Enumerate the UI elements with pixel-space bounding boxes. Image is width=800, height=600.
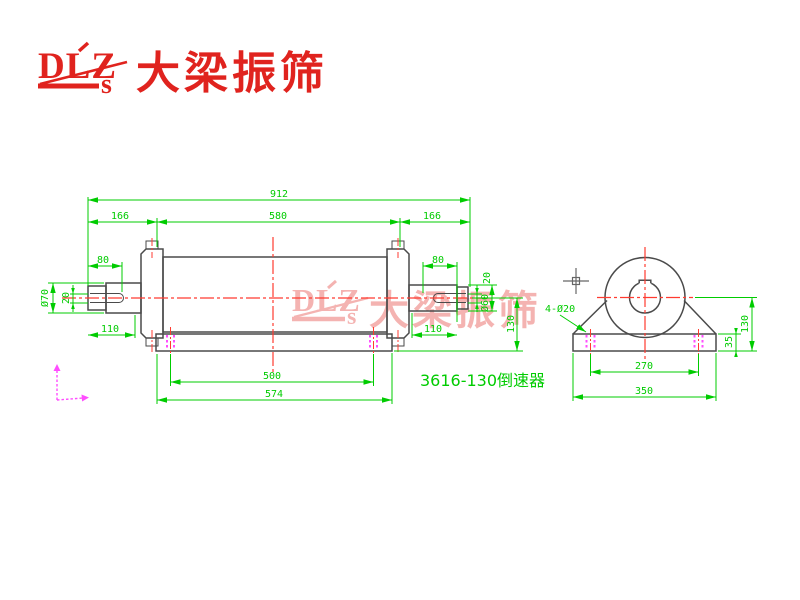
dim-80-right: 80 bbox=[432, 255, 444, 266]
watermark-accent-mark bbox=[327, 279, 337, 290]
ucs-x-arrowhead bbox=[81, 394, 89, 402]
dim-20-right: 20 bbox=[482, 272, 493, 284]
dim-350: 350 bbox=[635, 386, 653, 397]
ucs-y-arrowhead bbox=[53, 364, 61, 371]
ucs-x-axis bbox=[56, 397, 84, 401]
extension-lines bbox=[48, 197, 523, 404]
left-bearing-housing bbox=[140, 248, 164, 339]
watermark-brand-text: DLZ bbox=[292, 282, 361, 318]
left-keyway bbox=[90, 293, 124, 303]
main-view-hidden-holes bbox=[166, 335, 378, 350]
dim-500: 500 bbox=[263, 371, 281, 382]
dim-130-end: 130 bbox=[740, 315, 751, 333]
dim-110-left: 110 bbox=[101, 324, 119, 335]
dim-dia70: Ø70 bbox=[39, 289, 51, 307]
base-bar bbox=[155, 333, 393, 352]
holes-callout: 4-Ø20 bbox=[545, 303, 575, 315]
dim-580: 580 bbox=[269, 211, 287, 222]
holes-leader-line bbox=[559, 314, 587, 333]
dim-20-left-arrows bbox=[71, 288, 75, 309]
dim-20-right-arrows bbox=[475, 288, 479, 309]
base-bar-holes bbox=[166, 335, 378, 350]
dim-35: 35 bbox=[724, 336, 735, 348]
watermark-slash-line bbox=[293, 296, 369, 319]
part-label: 3616-130倒速器 bbox=[420, 371, 545, 390]
dim-35-arrows bbox=[734, 328, 738, 357]
dim-574: 574 bbox=[265, 389, 283, 400]
brand-logo: DLZ s 大梁振筛 bbox=[38, 41, 328, 100]
brand-initial: s bbox=[101, 69, 112, 100]
watermark-initial: s bbox=[347, 304, 356, 330]
end-view-dimensions: 4-Ø20 270 350 35 130 bbox=[545, 297, 757, 401]
right-gusset bbox=[683, 299, 717, 335]
center-mark-icon bbox=[563, 268, 589, 294]
main-view-centerlines bbox=[62, 237, 488, 372]
dim-270: 270 bbox=[635, 361, 653, 372]
dim-80-left: 80 bbox=[97, 255, 109, 266]
end-view-hidden-holes bbox=[585, 335, 704, 350]
dim-20-left: 20 bbox=[61, 292, 72, 304]
dim-130-main: 130 bbox=[506, 315, 517, 333]
dim-166-left: 166 bbox=[111, 211, 129, 222]
end-view-bolt-holes bbox=[585, 335, 704, 350]
end-view-extension-lines bbox=[572, 297, 757, 401]
dim-166-right: 166 bbox=[423, 211, 441, 222]
end-view-centerlines bbox=[590, 247, 699, 363]
brand-accent-mark bbox=[77, 41, 90, 53]
dim-dia60: Ø60 bbox=[479, 294, 491, 312]
main-view-dimensions: 912 166 580 166 80 80 110 110 20 Ø70 20 … bbox=[39, 189, 523, 404]
left-gusset bbox=[572, 299, 608, 335]
brand-slash-line bbox=[39, 60, 128, 86]
ucs-axes-icon bbox=[53, 364, 89, 402]
dim-912: 912 bbox=[270, 189, 288, 200]
center-mark-box bbox=[571, 276, 581, 286]
watermark: DLZ s 大梁振筛 bbox=[292, 279, 538, 334]
dim-110-right: 110 bbox=[424, 324, 442, 335]
brand-company-name: 大梁振筛 bbox=[136, 48, 328, 99]
